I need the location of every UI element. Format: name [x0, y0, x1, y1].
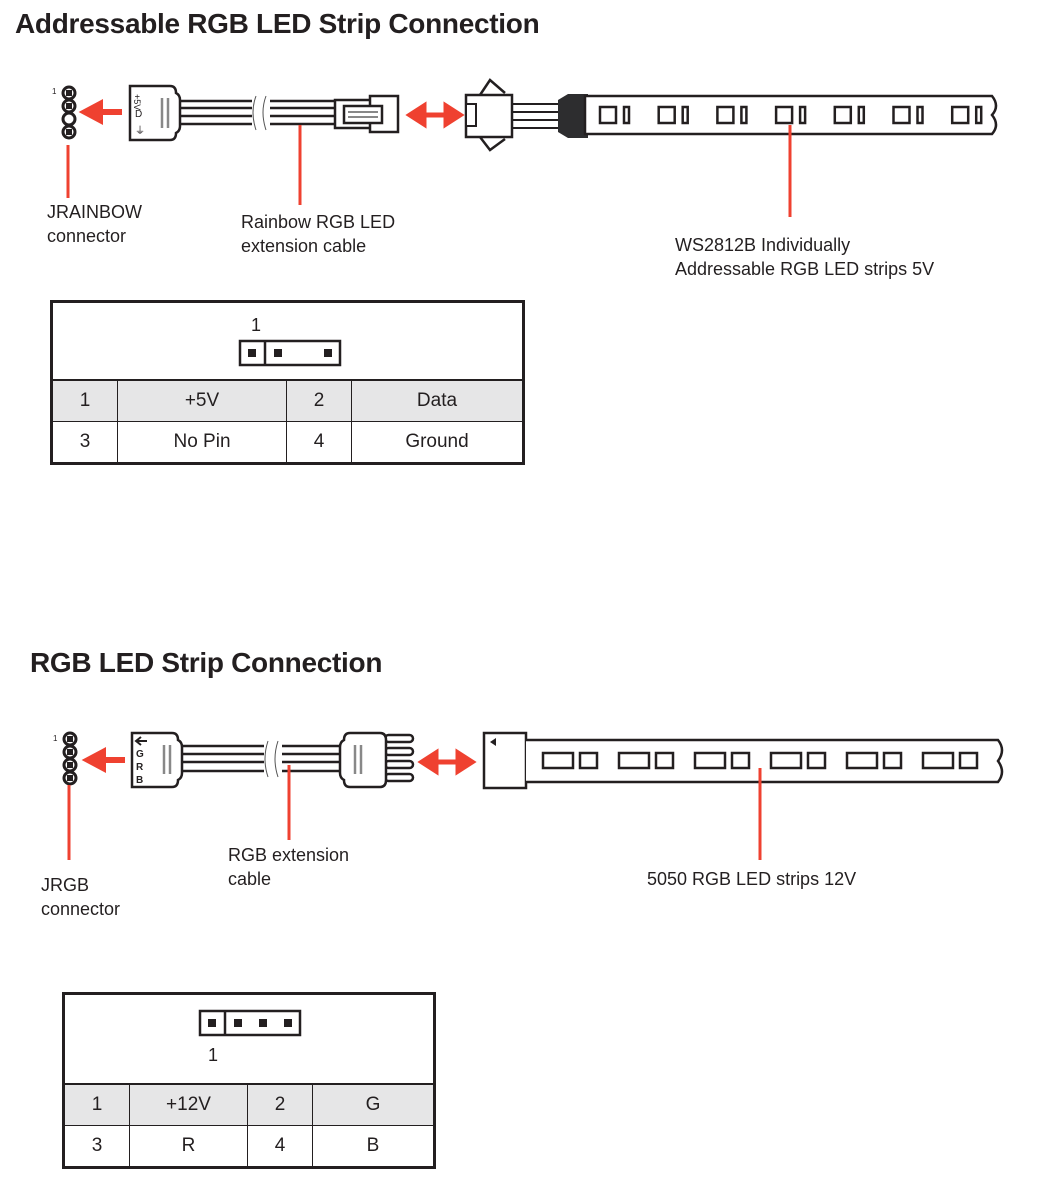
plug-marking: B [136, 775, 143, 786]
pin-header-picture: 1 [51, 301, 524, 381]
led-chip [716, 105, 735, 125]
led-chip [798, 105, 807, 125]
header-pin-one: 1 [52, 87, 57, 96]
led-chip [541, 751, 575, 770]
pin-header-icon [238, 339, 342, 367]
arrow-left-icon [78, 99, 122, 125]
double-arrow-icon [417, 748, 477, 776]
plug-marking: G [136, 749, 144, 760]
led-chip [774, 105, 794, 125]
led-chip [740, 105, 748, 125]
led-chip [617, 751, 651, 770]
led-chip [892, 105, 911, 125]
section-title-rgb: RGB LED Strip Connection [30, 647, 383, 678]
led-chip [806, 751, 827, 770]
led-chip [882, 751, 903, 770]
led-chip [769, 751, 803, 770]
led-chip [958, 751, 979, 770]
led-chip [950, 105, 970, 125]
led-chip [578, 751, 599, 770]
double-arrow-icon [405, 101, 465, 129]
header-pin-one: 1 [53, 734, 58, 743]
jrainbow-header [61, 85, 77, 140]
plug-marking: D [135, 109, 142, 120]
rgb-strip-label: 5050 RGB LED strips 12V [647, 869, 857, 889]
led-chip [598, 105, 618, 125]
rgb-wiring-diagram: 1 G R B [53, 731, 1004, 860]
led-chip [681, 105, 689, 125]
pin-header-icon [198, 1009, 302, 1037]
plug-marking: +5V [132, 94, 142, 110]
plug-marking: ⏚ [135, 125, 145, 137]
led-chip [916, 105, 924, 125]
led-chip [833, 105, 853, 125]
plug-marking: R [136, 762, 144, 773]
led-chip [974, 105, 983, 125]
led-chip [657, 105, 676, 125]
led-chip [730, 751, 751, 770]
section-title-addressable: Addressable RGB LED Strip Connection [15, 8, 540, 39]
led-chip [921, 751, 955, 770]
led-chip [857, 105, 866, 125]
led-chip [654, 751, 675, 770]
led-chip [693, 751, 727, 770]
led-chip [845, 751, 879, 770]
arrow-left-icon [81, 747, 125, 773]
addressable-wiring-diagram: 1 +5V D ⏚ [52, 78, 998, 217]
led-chip [622, 105, 631, 125]
pin-header-picture: 1 [63, 993, 435, 1085]
